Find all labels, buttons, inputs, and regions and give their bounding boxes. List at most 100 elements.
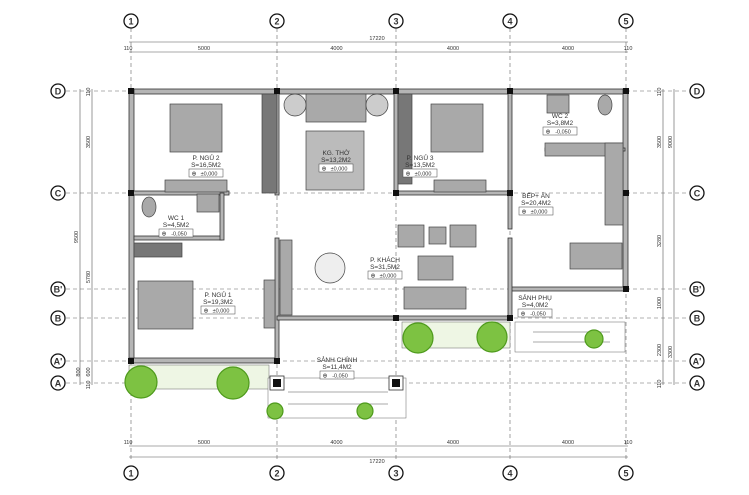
level-marker-icon: ⊕ [521, 210, 526, 216]
level-marker-icon: ⊕ [520, 312, 525, 318]
axis-bubble [689, 310, 705, 326]
wall [509, 286, 629, 292]
room-name: SẢNH PHỤ [518, 293, 552, 302]
axis-bubble [502, 13, 518, 29]
room-name: P. NGỦ 3 [407, 153, 434, 162]
dimension-value: 800 [76, 367, 82, 376]
compass-rose [314, 252, 346, 284]
column [507, 88, 513, 94]
sink [546, 94, 570, 114]
sink [196, 193, 220, 213]
column [623, 88, 629, 94]
column [623, 286, 629, 292]
axis-label: B [694, 314, 701, 324]
room-area: S=20,4M2 [521, 200, 551, 207]
axis-label: 5 [623, 469, 628, 479]
bed [169, 103, 223, 153]
dimension-value: 3500 [657, 136, 663, 148]
room-label: WC 2S=3,8M2⊕-0,050 [542, 113, 578, 136]
floor-level: ±0,000 [213, 309, 230, 315]
dimension-value: 5000 [198, 440, 210, 446]
level-marker-icon: ⊕ [321, 167, 326, 173]
axis-bubble [50, 375, 66, 391]
floor-level: -0,050 [171, 232, 187, 238]
dimension-value: 110 [86, 88, 92, 97]
room-label: WC 1S=4,5M2⊕-0,050 [158, 215, 194, 238]
room-area: S=16,5M2 [191, 162, 221, 169]
dimension-value: 4000 [330, 46, 342, 52]
dimension-value: 110 [124, 46, 133, 52]
wardrobe [164, 179, 228, 193]
floor-level: ±0,000 [531, 210, 548, 216]
wall [507, 88, 513, 230]
dimension-value: 4000 [447, 46, 459, 52]
room-label: P. NGỦ 3S=13,5M2⊕±0,000 [402, 153, 438, 178]
floor-level: -0,050 [530, 312, 546, 318]
floor-level: -0,050 [332, 374, 348, 380]
axis-bubble [689, 375, 705, 391]
wardrobe [433, 179, 487, 193]
kitchen-counter [604, 142, 624, 226]
altar-table [305, 93, 367, 123]
tree [584, 329, 604, 349]
axis-bubble [50, 310, 66, 326]
coffee-table [417, 255, 454, 281]
tree [266, 402, 284, 420]
porch-column [273, 379, 281, 387]
room-area: S=11,4M2 [322, 364, 352, 371]
level-marker-icon: ⊕ [370, 274, 375, 280]
axis-bubble [50, 281, 66, 297]
floor-level: ±0,000 [415, 172, 432, 178]
furniture [133, 93, 624, 330]
room-name: P. KHÁCH [370, 255, 400, 264]
level-marker-icon: ⊕ [191, 172, 196, 178]
room-name: WC 2 [552, 113, 569, 120]
room-area: S=31,5M2 [370, 264, 400, 271]
structural-columns [128, 88, 629, 391]
toilet [597, 94, 613, 116]
room-area: S=3,8M2 [547, 120, 574, 127]
axis-label: 1 [128, 469, 133, 479]
axis-label: A' [693, 357, 702, 367]
level-marker-icon: ⊕ [545, 130, 550, 136]
dimension-value: 9500 [74, 231, 80, 243]
dimension-value: 110 [657, 380, 663, 389]
wall [507, 237, 513, 321]
room-name: WC 1 [168, 215, 185, 222]
altar-stool [283, 93, 307, 117]
wall [128, 357, 280, 364]
axis-label: C [694, 189, 701, 199]
axis-bubble [123, 13, 139, 29]
axis-bubble [50, 353, 66, 369]
wall [128, 88, 629, 95]
room-name: P. NGỦ 2 [193, 153, 220, 162]
staircase [261, 93, 278, 194]
column [128, 88, 134, 94]
axis-label: 3 [393, 469, 398, 479]
side-steps [514, 321, 626, 353]
tree [476, 321, 508, 353]
dimension-value: 110 [624, 46, 633, 52]
wall [393, 88, 399, 196]
wall [219, 192, 225, 241]
dimension-value: 110 [657, 88, 663, 97]
tv-cabinet [279, 239, 293, 316]
room-name: P. NGỦ 1 [205, 290, 232, 299]
column [274, 88, 280, 94]
axis-label: 3 [393, 17, 398, 27]
column [393, 88, 399, 94]
axis-label: A [694, 379, 701, 389]
bed [137, 280, 194, 330]
room-area: S=13,5M2 [405, 162, 435, 169]
axis-bubble [618, 465, 634, 481]
dimension-value: 3500 [86, 136, 92, 148]
axis-label: 4 [507, 469, 512, 479]
dimension-value: 110 [124, 440, 133, 446]
room-label: BẾP+ ĂNS=20,4M2⊕±0,000 [518, 190, 554, 216]
dimension-value: 9000 [668, 136, 674, 148]
